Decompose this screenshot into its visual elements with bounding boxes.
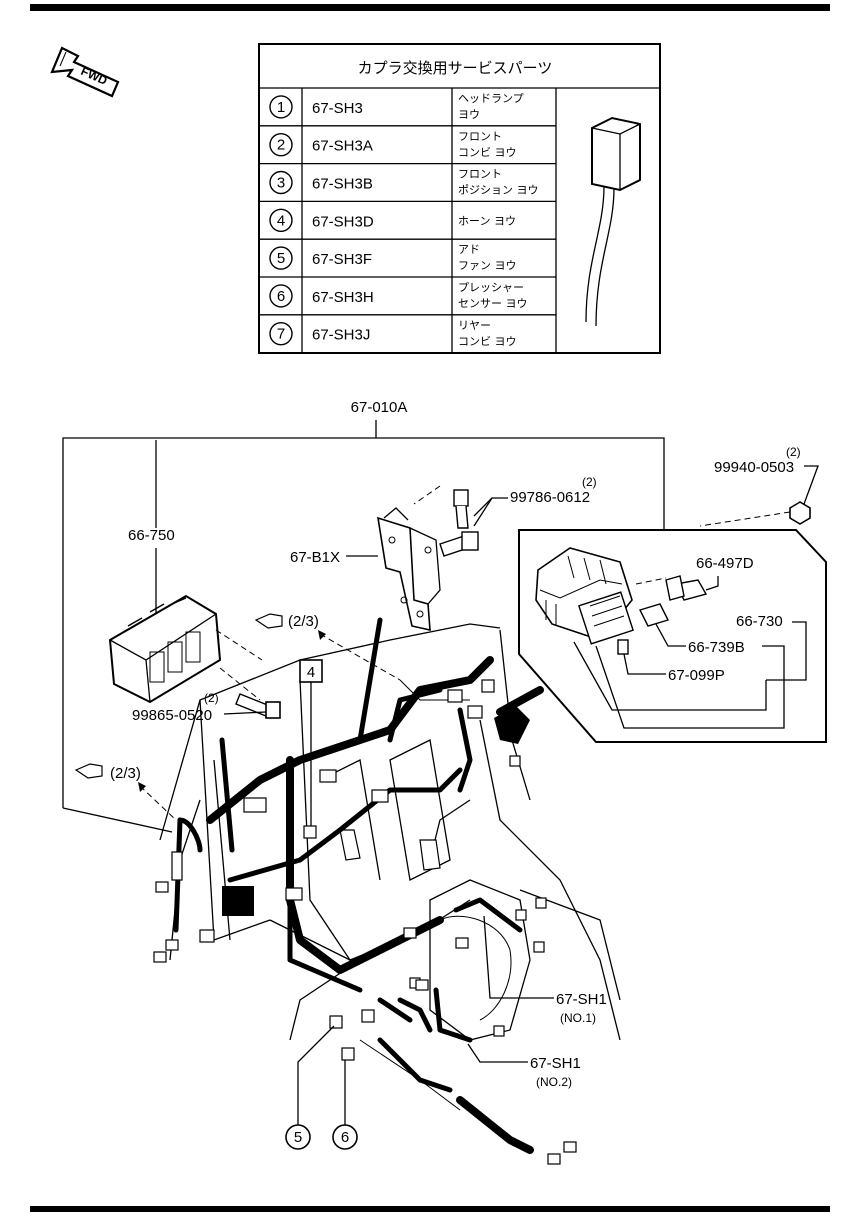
row-number-circle	[269, 284, 293, 308]
bottom-border	[30, 1206, 830, 1212]
part-description-line1: フロント	[458, 130, 502, 143]
label-67-099p: 67-099P	[668, 667, 725, 684]
label-66-750: 66-750	[128, 527, 175, 544]
part-number: 67-SH3H	[312, 289, 374, 306]
label-67-sh1-no1: 67-SH1	[556, 991, 607, 1008]
label-66-497d: 66-497D	[696, 555, 754, 572]
part-description-line1: ヘッドランプ	[458, 92, 524, 105]
wiring-harness	[173, 617, 534, 1154]
callout-4: 4	[299, 659, 323, 826]
qty-99786: (2)	[582, 475, 597, 489]
part-description-line1: プレッシャー	[458, 281, 524, 294]
small-connectors	[153, 679, 577, 1165]
relay-block-66-750	[108, 594, 263, 704]
part-description-line2: コンビ ヨウ	[458, 146, 517, 159]
label-99786-0612: 99786-0612	[510, 489, 590, 506]
callout-6: 6	[332, 1060, 358, 1150]
part-number: 67-SH3D	[312, 213, 374, 230]
row-number-circle	[269, 208, 293, 233]
part-description-line2: ポジション ヨウ	[458, 184, 539, 197]
coupler-illustration	[585, 116, 641, 327]
bolts-99786	[439, 489, 479, 557]
top-border	[30, 4, 830, 11]
row-number: 1	[277, 99, 285, 116]
ref-marker-a: (2/3)	[254, 613, 401, 681]
part-description-line1: ホーン ヨウ	[458, 214, 516, 227]
part-description-line2: コンビ ヨウ	[458, 335, 517, 348]
row-number-circle	[269, 322, 293, 346]
fwd-arrow-icon: FWD	[50, 46, 120, 98]
label-66-730: 66-730	[736, 613, 783, 630]
table-row: 4 67-SH3D ホーン ヨウ	[259, 200, 556, 233]
label-66-739b: 66-739B	[688, 639, 745, 656]
main-bracket	[62, 420, 665, 833]
part-number: 67-SH3J	[312, 327, 370, 344]
part-description-line2: ヨウ	[458, 108, 480, 121]
ref-marker-b: (2/3)	[74, 763, 177, 821]
row-number-circle	[269, 170, 293, 195]
bolt-99865	[235, 693, 281, 719]
table-title: カプラ交換用サービスパーツ	[358, 59, 553, 77]
part-description-line1: フロント	[458, 168, 502, 181]
label-67-sh1-no2: 67-SH1	[530, 1055, 581, 1072]
main-harness-label: 67-010A	[351, 399, 408, 416]
row-number-circle	[269, 246, 293, 270]
part-description-line2: センサー ヨウ	[458, 297, 528, 310]
part-number: 67-SH3B	[312, 176, 373, 193]
part-number: 67-SH3F	[312, 251, 372, 268]
row-number: 5	[277, 250, 285, 267]
row-number: 7	[277, 326, 285, 343]
svg-text:5: 5	[294, 1129, 302, 1146]
ref-b-label: (2/3)	[110, 765, 141, 782]
nut-99940	[699, 501, 811, 527]
part-description-line1: リヤー	[458, 319, 491, 332]
part-description-line1: アド	[458, 243, 480, 256]
part-description-line2: ファン ヨウ	[458, 259, 517, 272]
svg-text:6: 6	[341, 1129, 349, 1146]
row-number: 6	[277, 288, 285, 305]
row-number-circle	[269, 95, 293, 119]
part-number: 67-SH3A	[312, 138, 373, 155]
label-no2: (NO.2)	[536, 1075, 572, 1089]
row-number: 2	[277, 137, 285, 154]
ref-a-label: (2/3)	[288, 613, 319, 630]
bracket-67-b1x	[377, 485, 441, 632]
row-number-circle	[269, 132, 293, 157]
junction-box-inset	[518, 529, 827, 743]
svg-text:4: 4	[307, 664, 315, 681]
part-number: 67-SH3	[312, 100, 363, 117]
label-99865-0520: 99865-0520	[132, 707, 212, 724]
callout-5: 5	[285, 1025, 335, 1150]
qty-99940: (2)	[786, 445, 801, 459]
row-number: 4	[277, 212, 285, 229]
vehicle-body	[159, 623, 621, 1111]
row-number: 3	[277, 175, 285, 192]
label-99940-0503: 99940-0503	[714, 459, 794, 476]
label-67-b1x: 67-B1X	[290, 549, 340, 566]
label-no1: (NO.1)	[560, 1011, 596, 1025]
